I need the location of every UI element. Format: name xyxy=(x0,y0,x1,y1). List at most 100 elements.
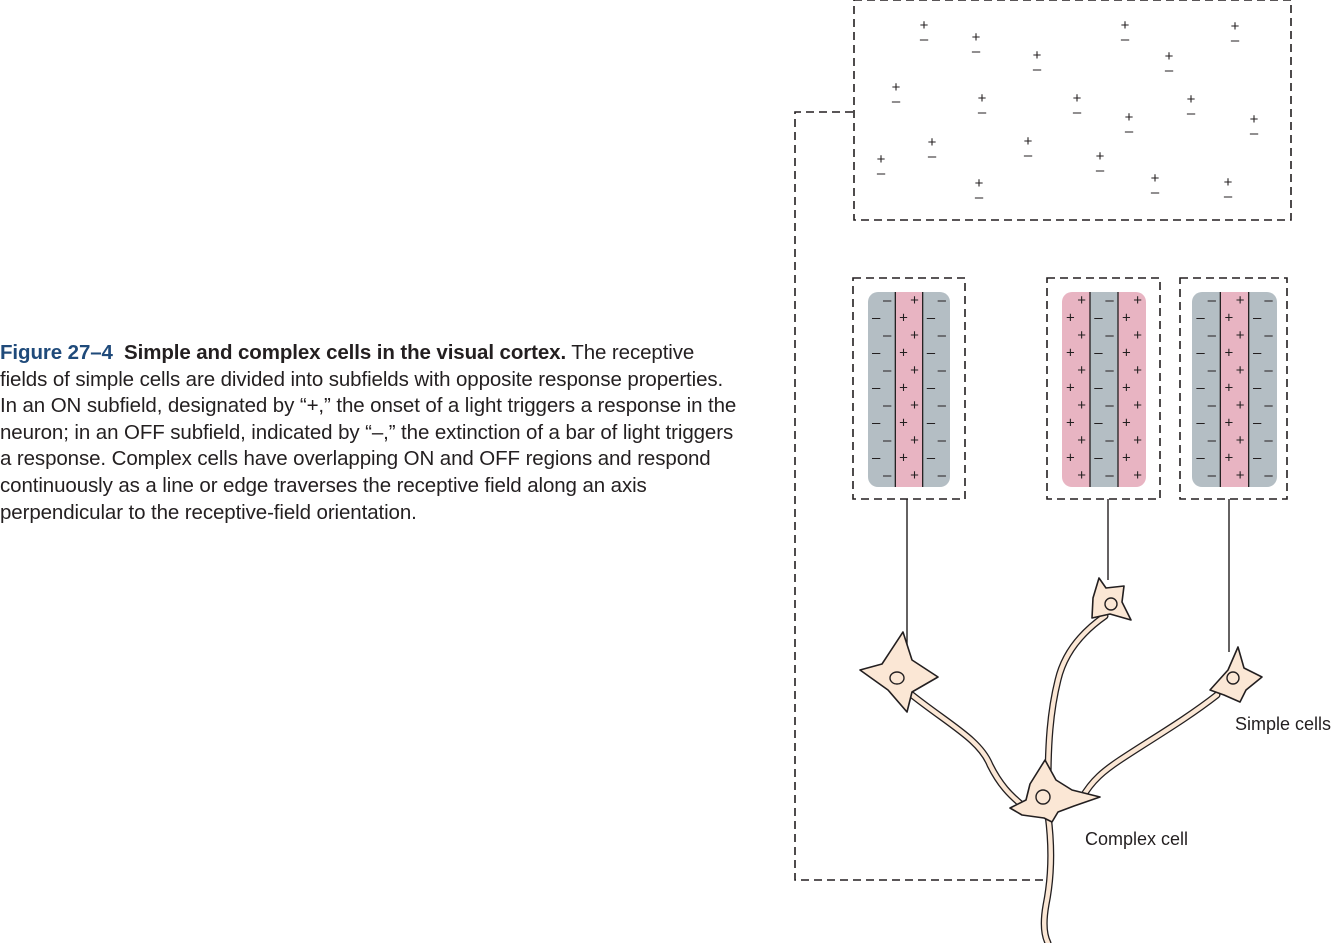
on-sign: + xyxy=(920,17,929,34)
off-sign: – xyxy=(1264,292,1273,309)
complex-cell-connector xyxy=(794,111,1052,881)
figure-number: Figure 27–4 xyxy=(0,341,113,364)
complex-cell-axon xyxy=(1040,811,1055,943)
on-sign: + xyxy=(1077,327,1086,344)
off-sign: – xyxy=(927,345,936,362)
on-sign: + xyxy=(1077,467,1086,484)
on-sign: + xyxy=(1122,380,1131,397)
off-sign: – xyxy=(1196,380,1205,397)
off-sign: – xyxy=(1253,345,1262,362)
off-sign: – xyxy=(972,43,981,60)
complex-field-pair: +– xyxy=(972,29,981,60)
off-sign: – xyxy=(877,165,886,182)
simple-cell-body-1 xyxy=(859,631,939,713)
complex-field-pair: +– xyxy=(1187,91,1196,122)
off-sign: – xyxy=(1208,397,1217,414)
off-sign: – xyxy=(927,310,936,327)
on-sign: + xyxy=(1125,109,1134,126)
complex-field-pair: +– xyxy=(1250,111,1259,142)
on-sign: + xyxy=(899,380,908,397)
off-sign: – xyxy=(1224,188,1233,205)
off-sign: – xyxy=(1253,380,1262,397)
complex-receptive-field-box xyxy=(853,0,1292,221)
complex-field-pair: +– xyxy=(928,134,937,165)
on-sign: + xyxy=(1066,380,1075,397)
simple-field-1: –––––––––––+++++++++++––––––––––– xyxy=(868,292,950,487)
off-sign: – xyxy=(1094,345,1103,362)
on-sign: + xyxy=(1224,380,1233,397)
off-sign: – xyxy=(938,432,947,449)
off-sign: – xyxy=(1196,345,1205,362)
on-sign: + xyxy=(1236,362,1245,379)
off-sign: – xyxy=(1208,327,1217,344)
off-sign: – xyxy=(1121,31,1130,48)
off-sign: – xyxy=(883,362,892,379)
complex-field-pair: +– xyxy=(1121,17,1130,48)
off-sign: – xyxy=(1208,467,1217,484)
off-sign: – xyxy=(1105,362,1114,379)
off-sign: – xyxy=(1250,125,1259,142)
on-sign: + xyxy=(1133,362,1142,379)
off-sign: – xyxy=(1231,32,1240,49)
complex-field-pair: +– xyxy=(1151,170,1160,201)
on-sign: + xyxy=(1122,415,1131,432)
off-sign: – xyxy=(920,31,929,48)
complex-field-pair: +– xyxy=(1231,18,1240,49)
on-sign: + xyxy=(1236,292,1245,309)
off-sign: – xyxy=(883,467,892,484)
on-sign: + xyxy=(1096,148,1105,165)
off-sign: – xyxy=(928,148,937,165)
off-sign: – xyxy=(938,467,947,484)
off-subfield xyxy=(1090,292,1119,487)
complex-field-pair: +– xyxy=(975,175,984,206)
simple-field-3: –––––––––––+++++++++++––––––––––– xyxy=(1192,292,1277,487)
off-sign: – xyxy=(1094,310,1103,327)
on-sign: + xyxy=(910,362,919,379)
off-sign: – xyxy=(1024,147,1033,164)
off-sign: – xyxy=(1096,162,1105,179)
simple-field-box-2 xyxy=(1046,277,1161,500)
off-sign: – xyxy=(1264,362,1273,379)
on-sign: + xyxy=(928,134,937,151)
on-sign: + xyxy=(1121,17,1130,34)
off-sign: – xyxy=(1253,415,1262,432)
figure-caption-body: The receptive fields of simple cells are… xyxy=(0,341,737,524)
complex-field-pair: +– xyxy=(877,151,886,182)
off-subfield xyxy=(1192,292,1221,487)
on-sign: + xyxy=(910,432,919,449)
off-sign: – xyxy=(975,189,984,206)
complex-field-pair: +– xyxy=(892,79,901,110)
off-sign: – xyxy=(1253,450,1262,467)
on-sign: + xyxy=(972,29,981,46)
off-sign: – xyxy=(1264,397,1273,414)
neuron-processes xyxy=(908,612,1221,943)
complex-field-signs: +–+–+–+–+–+–+–+–+–+–+–+–+–+–+–+–+–+–+– xyxy=(877,17,1259,206)
on-sign: + xyxy=(1077,362,1086,379)
on-sign: + xyxy=(1187,91,1196,108)
complex-cell-body xyxy=(1009,759,1101,823)
on-sign: + xyxy=(1250,111,1259,128)
complex-field-pair: +– xyxy=(978,90,987,121)
off-sign: – xyxy=(872,450,881,467)
off-sign: – xyxy=(1208,292,1217,309)
complex-field-pair: +– xyxy=(1125,109,1134,140)
off-subfield xyxy=(922,292,950,487)
simple-field-box-3 xyxy=(1179,277,1288,500)
on-sign: + xyxy=(1033,47,1042,64)
on-sign: + xyxy=(910,397,919,414)
on-sign: + xyxy=(1024,133,1033,150)
simple-field-box-1 xyxy=(852,277,966,500)
off-sign: – xyxy=(1105,432,1114,449)
on-sign: + xyxy=(1133,432,1142,449)
on-sign: + xyxy=(1224,450,1233,467)
on-sign: + xyxy=(877,151,886,168)
off-sign: – xyxy=(1196,450,1205,467)
off-sign: – xyxy=(1196,415,1205,432)
off-sign: – xyxy=(978,104,987,121)
off-sign: – xyxy=(883,397,892,414)
on-sign: + xyxy=(1236,327,1245,344)
on-sign: + xyxy=(1066,310,1075,327)
on-sign: + xyxy=(1151,170,1160,187)
complex-field-pair: +– xyxy=(1033,47,1042,78)
on-sign: + xyxy=(1066,415,1075,432)
